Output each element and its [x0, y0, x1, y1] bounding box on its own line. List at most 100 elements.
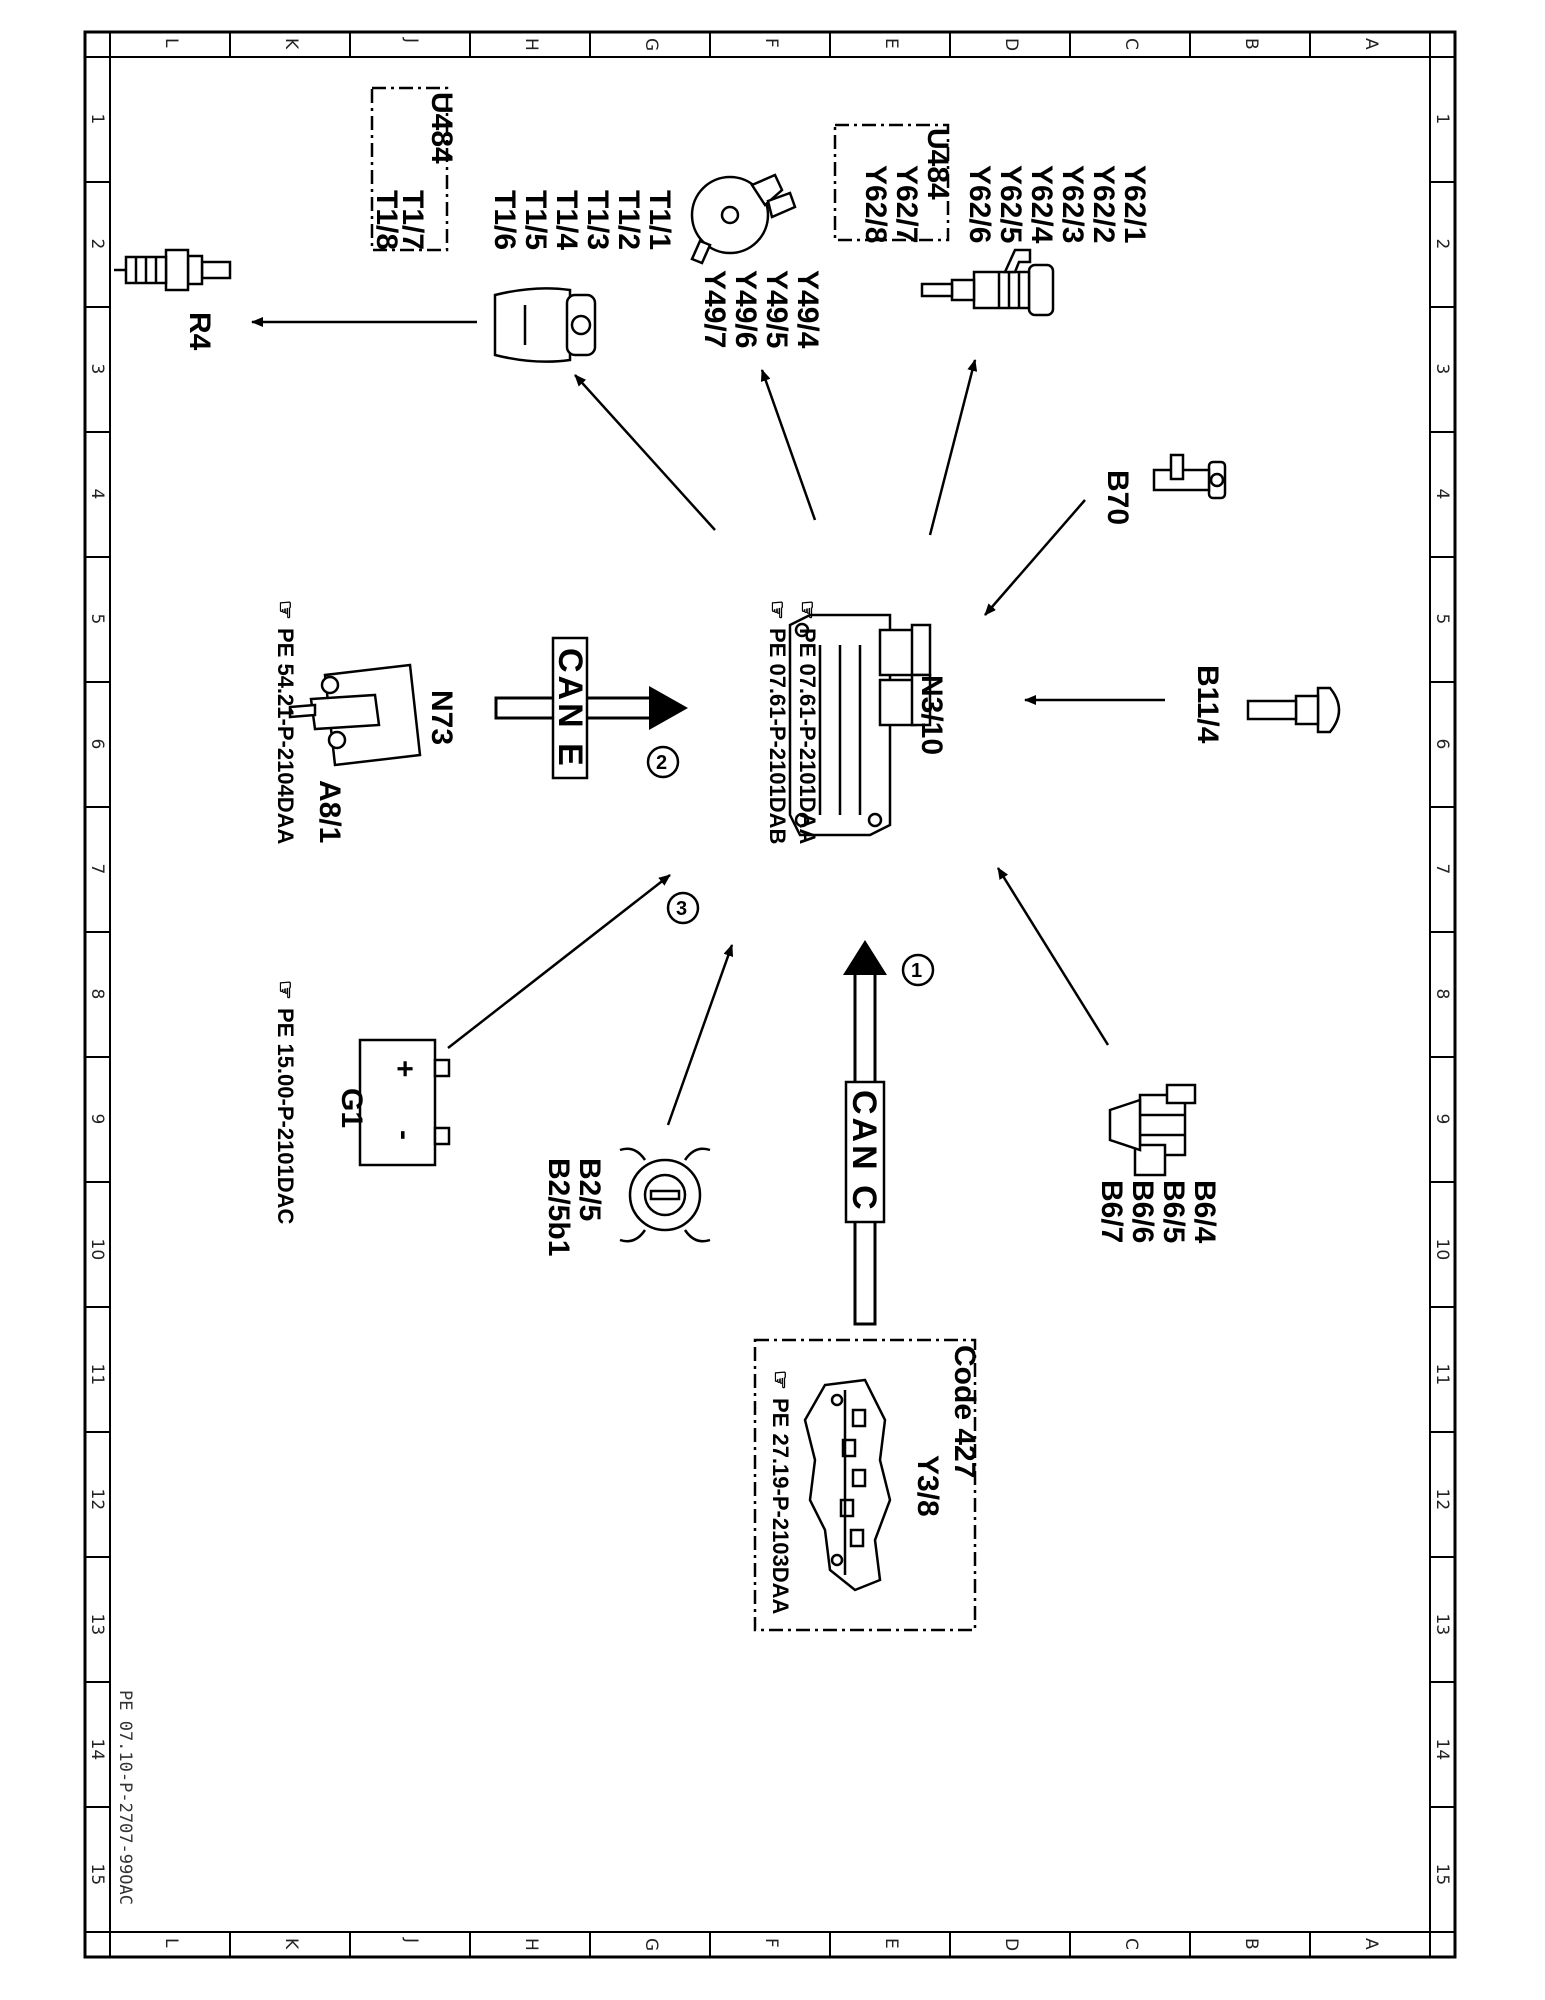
- battery[interactable]: [358, 1038, 451, 1167]
- grid-row-label-left: 12: [87, 1489, 107, 1511]
- grid-row-label-right: 9: [1432, 1114, 1452, 1125]
- crank-sensor-label: B70: [1101, 470, 1134, 525]
- ignition-coil[interactable]: [493, 287, 597, 363]
- can-c-marker: 1: [901, 953, 935, 987]
- grid-row-label-left: 1: [87, 114, 107, 125]
- mass-air-label-1: B2/5: [573, 1158, 606, 1221]
- grid-col-label-bottom: G: [641, 1938, 661, 1951]
- grid-row-label-right: 5: [1432, 614, 1452, 625]
- grid-row-label-left: 2: [87, 239, 107, 250]
- battery-minus: -: [388, 1130, 421, 1140]
- coil-box-label-2: T1/8: [370, 190, 403, 250]
- grid-col-label-top: C: [1121, 38, 1141, 50]
- grid-col-label-bottom: C: [1121, 1938, 1141, 1950]
- transmission-ref: PE 27.19-P-2103DAA: [768, 1398, 793, 1615]
- ref-icon: ☞: [273, 600, 298, 620]
- ignition-switch[interactable]: [288, 663, 422, 767]
- pressure-label-1: B6/4: [1188, 1180, 1221, 1244]
- mass-air-sensor[interactable]: [619, 1147, 711, 1243]
- grid-row-label-right: 13: [1432, 1614, 1452, 1636]
- grid-col-label-bottom: L: [161, 1938, 181, 1948]
- pressure-label-4: B6/7: [1095, 1180, 1128, 1243]
- can-c-number: 1: [911, 960, 922, 982]
- fuel-injector[interactable]: [920, 248, 1055, 317]
- grid-row-label-right: 11: [1432, 1364, 1452, 1386]
- connection-arrows: [251, 317, 1165, 1126]
- camshaft-label-4: Y49/7: [698, 270, 731, 348]
- coil-label-6: T1/6: [488, 190, 521, 250]
- grid-row-label-right: 4: [1432, 489, 1452, 500]
- injector-label-1: Y62/1: [1118, 165, 1151, 243]
- grid-row-label-right: 7: [1432, 864, 1452, 875]
- grid-col-label-top: J: [401, 37, 421, 43]
- battery-ref: PE 15.00-P-2101DAC: [273, 1008, 298, 1225]
- grid-col-label-bottom: B: [1241, 1938, 1261, 1950]
- inner-frame: [109, 56, 1431, 1933]
- grid-col-label-top: H: [521, 38, 541, 51]
- spark-plug[interactable]: [114, 248, 232, 292]
- document-id: PE 07.10-P-2707-99OAC: [115, 1690, 135, 1905]
- injector-u484-box: [833, 123, 950, 242]
- can-c-label: CAN C: [845, 1090, 883, 1213]
- mass-air-label-2: B2/5b1: [542, 1158, 575, 1256]
- grid-row-label-right: 1: [1432, 114, 1452, 125]
- can-c-bus: [843, 940, 887, 1326]
- ecu-ref-1: PE 07.61-P-2101DAA: [795, 628, 820, 845]
- coil-label-3: T1/3: [581, 190, 614, 250]
- ignition-switch-ref: PE 54.21-P-2104DAA: [273, 628, 298, 845]
- ecu-module[interactable]: [788, 613, 932, 837]
- can-e-number: 2: [656, 752, 667, 774]
- can-e-label: CAN E: [551, 648, 589, 769]
- grid-col-label-top: K: [281, 38, 301, 50]
- pressure-sensor[interactable]: [1108, 1083, 1197, 1177]
- battery-plus: +: [388, 1060, 421, 1078]
- camshaft-adjuster[interactable]: [690, 173, 797, 265]
- pressure-label-3: B6/6: [1126, 1180, 1159, 1243]
- coolant-sensor[interactable]: [1246, 686, 1341, 734]
- grid-row-label-right: 3: [1432, 364, 1452, 375]
- grid-col-label-bottom: E: [881, 1938, 901, 1949]
- grid-row-label-right: 15: [1432, 1864, 1452, 1886]
- coil-label-4: T1/4: [550, 190, 583, 250]
- ecu-ref-2: PE 07.61-P-2101DAB: [765, 628, 790, 844]
- grid-col-label-top: B: [1241, 38, 1261, 50]
- grid-row-label-left: 6: [87, 739, 107, 750]
- can-e-marker: 2: [646, 745, 680, 779]
- coil-label-1: T1/1: [643, 190, 676, 250]
- grid-row-label-right: 6: [1432, 739, 1452, 750]
- ref-icon: ☞: [765, 600, 790, 620]
- grid-row-label-left: 9: [87, 1114, 107, 1125]
- camshaft-label-3: Y49/6: [729, 270, 762, 348]
- ref-icon: ☞: [768, 1370, 793, 1390]
- grid-row-label-left: 3: [87, 364, 107, 375]
- grid-row-label-left: 5: [87, 614, 107, 625]
- ignition-switch-label-1: N73: [425, 690, 458, 745]
- grid-col-label-top: F: [761, 38, 781, 48]
- grid-row-label-right: 10: [1432, 1239, 1452, 1261]
- grid-row-label-right: 12: [1432, 1489, 1452, 1511]
- arrow-from-battery: [447, 874, 671, 1049]
- grid-row-label-left: 13: [87, 1614, 107, 1636]
- transmission-module[interactable]: [803, 1378, 892, 1592]
- grid-row-label-right: 2: [1432, 239, 1452, 250]
- outer-frame: [83, 30, 1457, 1959]
- injector-label-3: Y62/3: [1056, 165, 1089, 243]
- grid-col-label-bottom: D: [1001, 1938, 1021, 1951]
- injector-box-title: U484: [921, 128, 954, 200]
- battery-label: G1: [335, 1088, 368, 1128]
- marker-3-number: 3: [676, 898, 687, 920]
- grid-row-label-right: 8: [1432, 989, 1452, 1000]
- grid-col-label-top: G: [641, 38, 661, 51]
- grid-row-label-left: 15: [87, 1864, 107, 1886]
- grid-row-label-left: 10: [87, 1239, 107, 1261]
- arrow-from-crank: [984, 499, 1086, 616]
- grid-col-label-bottom: H: [521, 1938, 541, 1951]
- transmission-label: Y3/8: [911, 1455, 944, 1517]
- injector-box-label-1: Y62/7: [890, 165, 923, 243]
- grid-row-label-left: 11: [87, 1364, 107, 1386]
- transmission-code: Code 427: [948, 1345, 981, 1478]
- coil-label-5: T1/5: [519, 190, 552, 250]
- ref-icon: ☞: [795, 600, 820, 620]
- crank-sensor[interactable]: [1152, 453, 1227, 500]
